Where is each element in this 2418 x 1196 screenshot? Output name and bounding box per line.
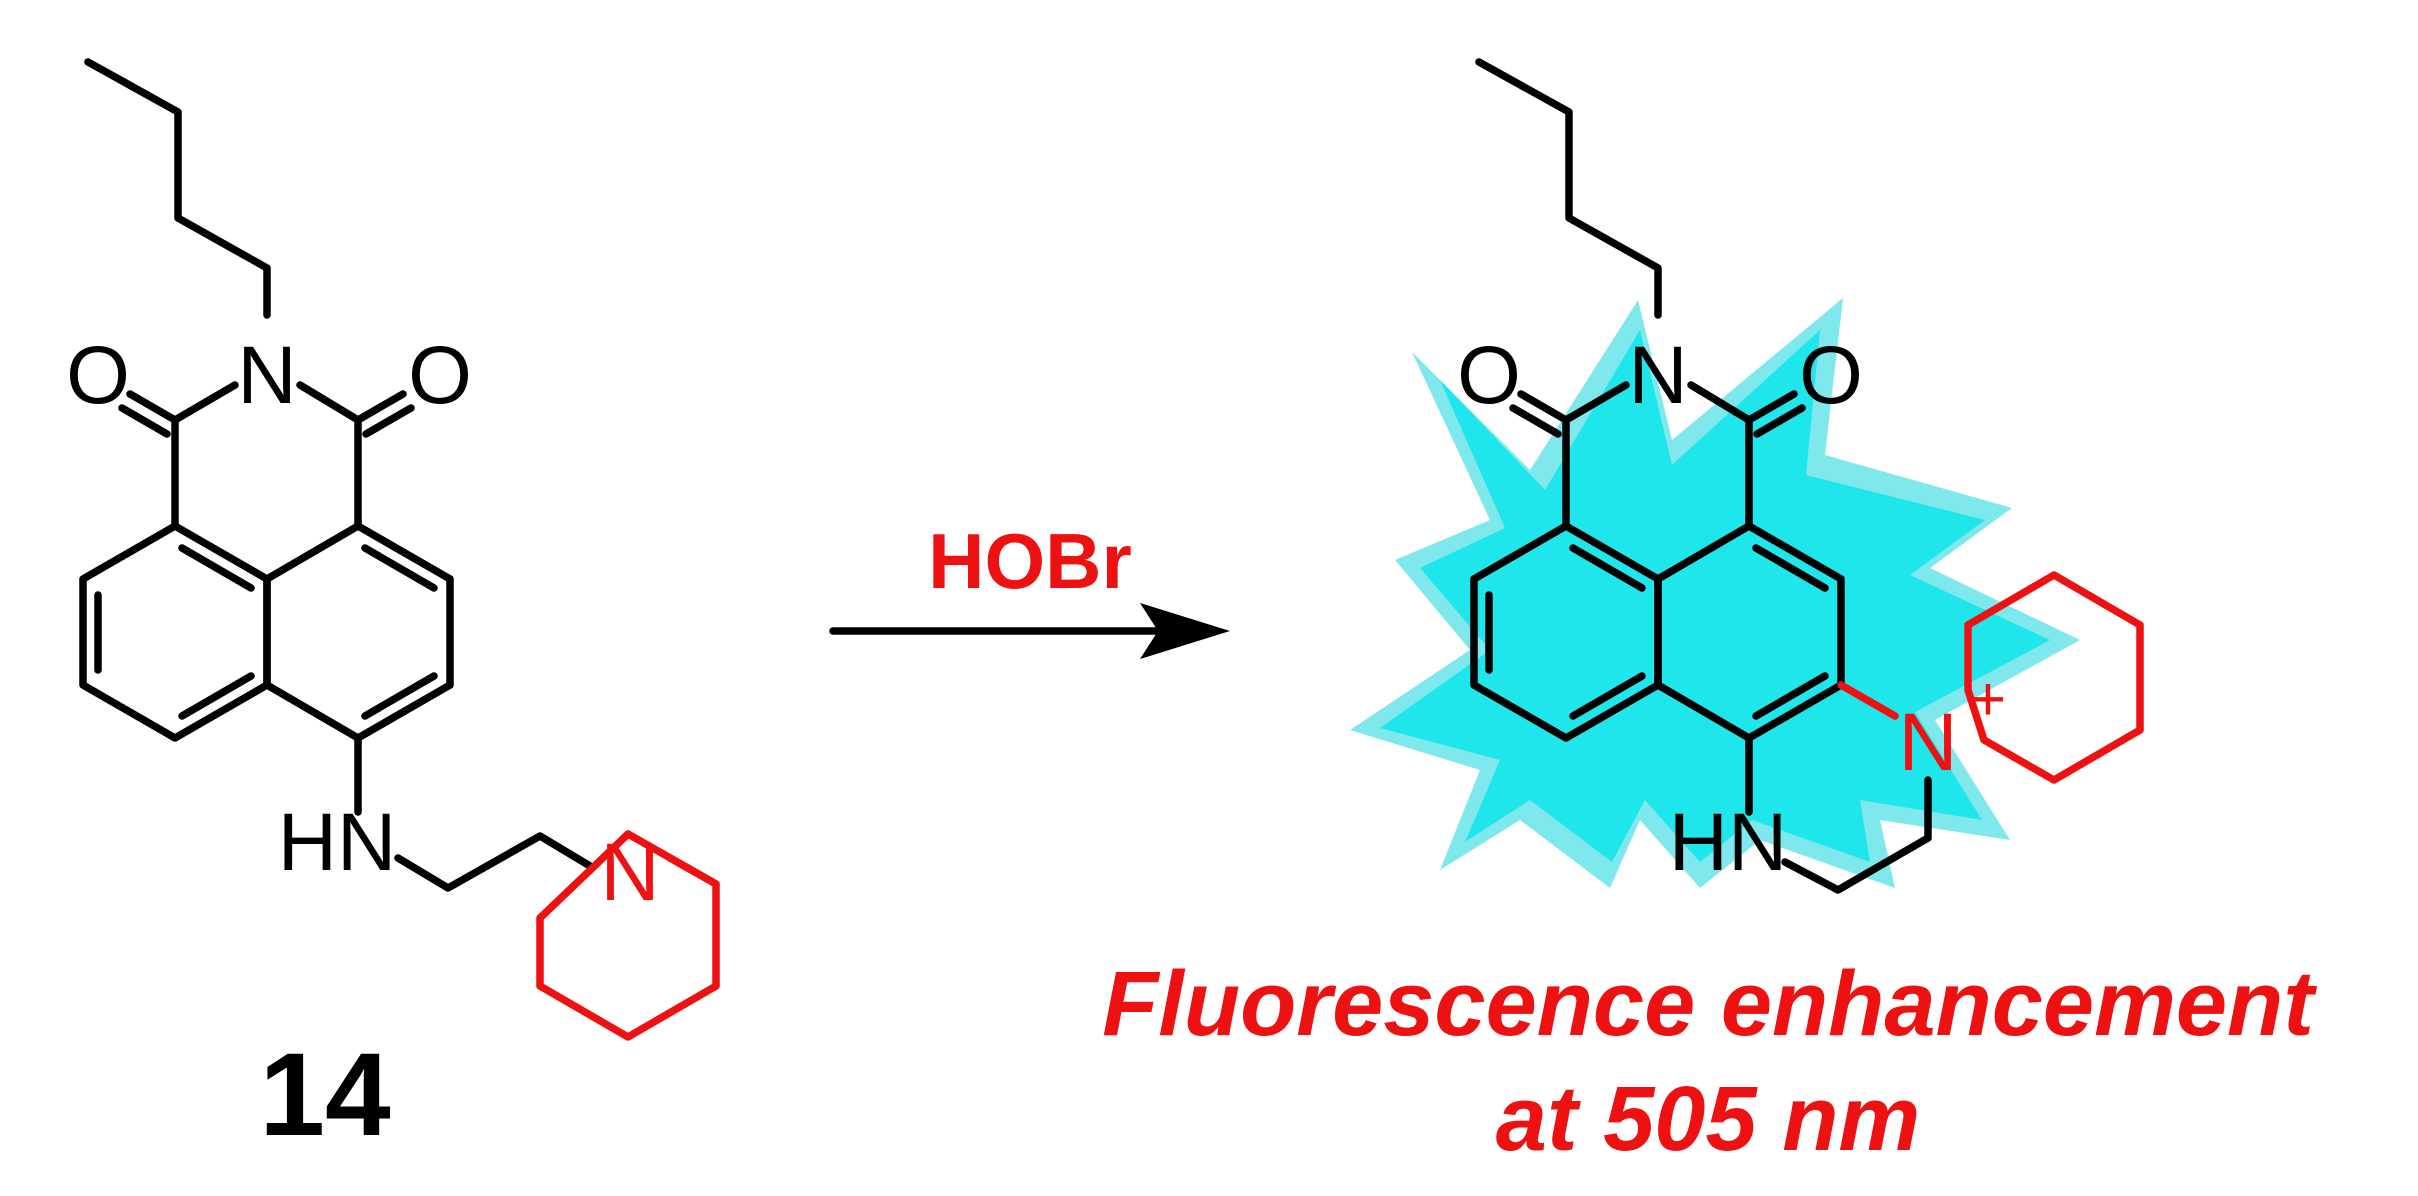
aromatic-inner-4 [361,544,438,592]
ethylene-linker [394,832,594,892]
product-ethylene-bridge [1781,776,1932,894]
caption-line-1: Fluorescence enhancement [1102,953,2317,1055]
product-bond-n-carbonyl-left [1562,381,1630,424]
product-atom-n-ammonium: N [1898,697,1957,788]
product-aromatic-inner-3 [1569,544,1646,592]
caption-line-2: at 505 nm [1496,1068,1920,1170]
naphthalene-left-ring [79,522,271,742]
product-bond-aryl-n-plus [1837,681,1899,720]
reaction-arrow [829,603,1230,659]
carbonyl-left-2 [118,404,171,438]
carbonyl-left-1 [126,390,179,424]
product-atom-n-imide: N [1628,330,1687,421]
product-carbonyl-left-1 [1517,390,1570,424]
bond-n-carbonyl-right [296,381,362,424]
product-bond-n-carbonyl-right [1687,381,1753,424]
product-atom-o-right: O [1799,330,1863,421]
bond-n-carbonyl-left [171,381,239,424]
reagent-label: HOBr [928,517,1132,605]
product-atom-hn: HN [1669,797,1787,888]
naphthalene-right-ring [263,522,454,742]
butyl-chain [84,58,271,319]
product-aromatic-inner-5 [1752,672,1829,720]
product-carbonyl-right-1 [1745,390,1798,424]
product-carbonyl-left-2 [1509,404,1562,438]
atom-n-imide: N [237,330,296,421]
bond-n-piperidine-c [666,854,720,888]
product-aromatic-inner-4 [1752,544,1829,592]
product-piperidinium-ring [1964,571,2144,784]
aromatic-inner-2 [178,672,255,720]
atom-n-piperidine: N [600,827,659,918]
product-atom-o-left: O [1457,330,1521,421]
atom-o-right: O [408,330,472,421]
arrow-head [1140,603,1230,659]
atom-hn: HN [278,797,396,888]
product-carbonyl-right-2 [1753,404,1806,438]
product-positive-charge: + [1970,665,2006,734]
aromatic-inner-5 [361,672,438,720]
atom-o-left: O [66,330,130,421]
product-aromatic-inner-2 [1569,672,1646,720]
product-structure: N O O HN N + [1457,58,2144,894]
compound-number: 14 [259,1029,390,1161]
reactant-structure: N O O HN N [66,58,720,1041]
aromatic-inner-3 [178,544,255,592]
carbonyl-right-1 [354,390,407,424]
product-butyl-chain [1475,58,1662,319]
carbonyl-right-2 [362,404,415,438]
